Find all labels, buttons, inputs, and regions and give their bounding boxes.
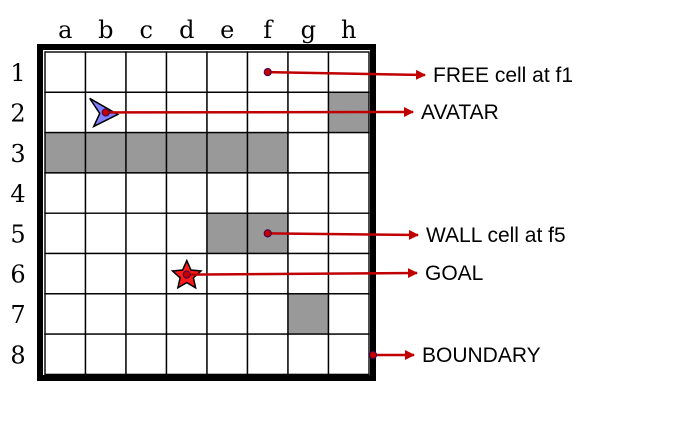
annotation-dot-free [263,68,272,77]
wall-cell-e5 [206,212,249,255]
free-cell-c8 [125,333,168,376]
free-cell-d4 [165,172,208,214]
annotation-label-avatar: AVATAR [421,101,499,124]
annotation-label-free: FREE cell at f1 [433,64,573,87]
column-label: d [179,16,194,44]
free-cell-c5 [125,212,168,255]
annotation-label-goal: GOAL [425,262,483,285]
row-label: 2 [10,99,25,127]
free-cell-e4 [206,172,249,214]
annotation-label-wall: WALL cell at f5 [426,224,566,247]
free-cell-f8 [246,333,289,376]
annotation-dot-boundary [368,350,378,360]
free-cell-h3 [327,131,370,174]
row-label: 5 [10,220,25,248]
free-cell-h7 [327,293,370,335]
free-cell-b8 [84,333,127,376]
free-cell-c1 [125,51,168,93]
column-label: b [98,16,113,44]
annotation-arrow-wall [267,229,419,240]
row-label: 8 [10,341,25,369]
free-cell-g4 [287,172,330,214]
free-cell-g8 [287,333,330,376]
free-cell-a6 [44,252,87,295]
free-cell-b6 [84,252,127,295]
row-labels: 1 2 3 4 5 6 7 8 [10,59,25,369]
free-cell-b1 [84,51,127,93]
free-cell-d7 [165,293,208,335]
annotation-arrow-goal [186,268,418,279]
free-cell-f7 [246,293,289,335]
annotation-dot-avatar [101,108,110,117]
annotation-dot-goal [182,270,191,279]
free-cell-g3 [287,131,330,174]
row-label: 3 [10,140,25,168]
free-cell-f4 [246,172,289,214]
annotation-label-boundary: BOUNDARY [422,344,541,367]
wall-cell-a3 [44,131,87,174]
free-cell-d8 [165,333,208,376]
free-cell-e1 [206,51,249,93]
column-label: a [58,16,72,44]
free-cell-c7 [125,293,168,335]
free-cell-c4 [125,172,168,214]
row-label: 7 [10,301,25,329]
free-cell-a1 [44,51,87,93]
annotation-arrow-free [267,69,426,80]
wall-cell-g7 [287,293,330,335]
annotations: FREE cell at f1 AVATAR WALL cell at f5 GOAL… [101,64,573,367]
free-cell-c6 [125,252,168,295]
free-cell-a4 [44,172,87,214]
column-label: e [220,16,234,44]
free-cell-h4 [327,172,370,214]
free-cell-b5 [84,212,127,255]
column-label: g [301,16,316,44]
column-label: f [263,16,274,44]
annotation-dot-wall [263,229,272,238]
boundary-frame [37,44,376,381]
free-cell-b4 [84,172,127,214]
free-cell-b7 [84,293,127,335]
wall-cell-c3 [125,131,168,174]
wall-cell-e3 [206,131,249,174]
column-label: c [140,16,153,44]
free-cell-a5 [44,212,87,255]
row-label: 4 [10,180,25,208]
column-label: h [341,16,356,44]
free-cell-a7 [44,293,87,335]
free-cell-d5 [165,212,208,255]
wall-cell-d3 [165,131,208,174]
row-label: 6 [10,261,25,289]
row-label: 1 [10,59,25,87]
free-cell-d1 [165,51,208,93]
free-cell-a2 [44,91,87,134]
free-cell-e8 [206,333,249,376]
free-cell-h8 [327,333,370,376]
free-cell-e7 [206,293,249,335]
free-cell-a8 [44,333,87,376]
wall-cell-f3 [246,131,289,174]
wall-cell-b3 [84,131,127,174]
